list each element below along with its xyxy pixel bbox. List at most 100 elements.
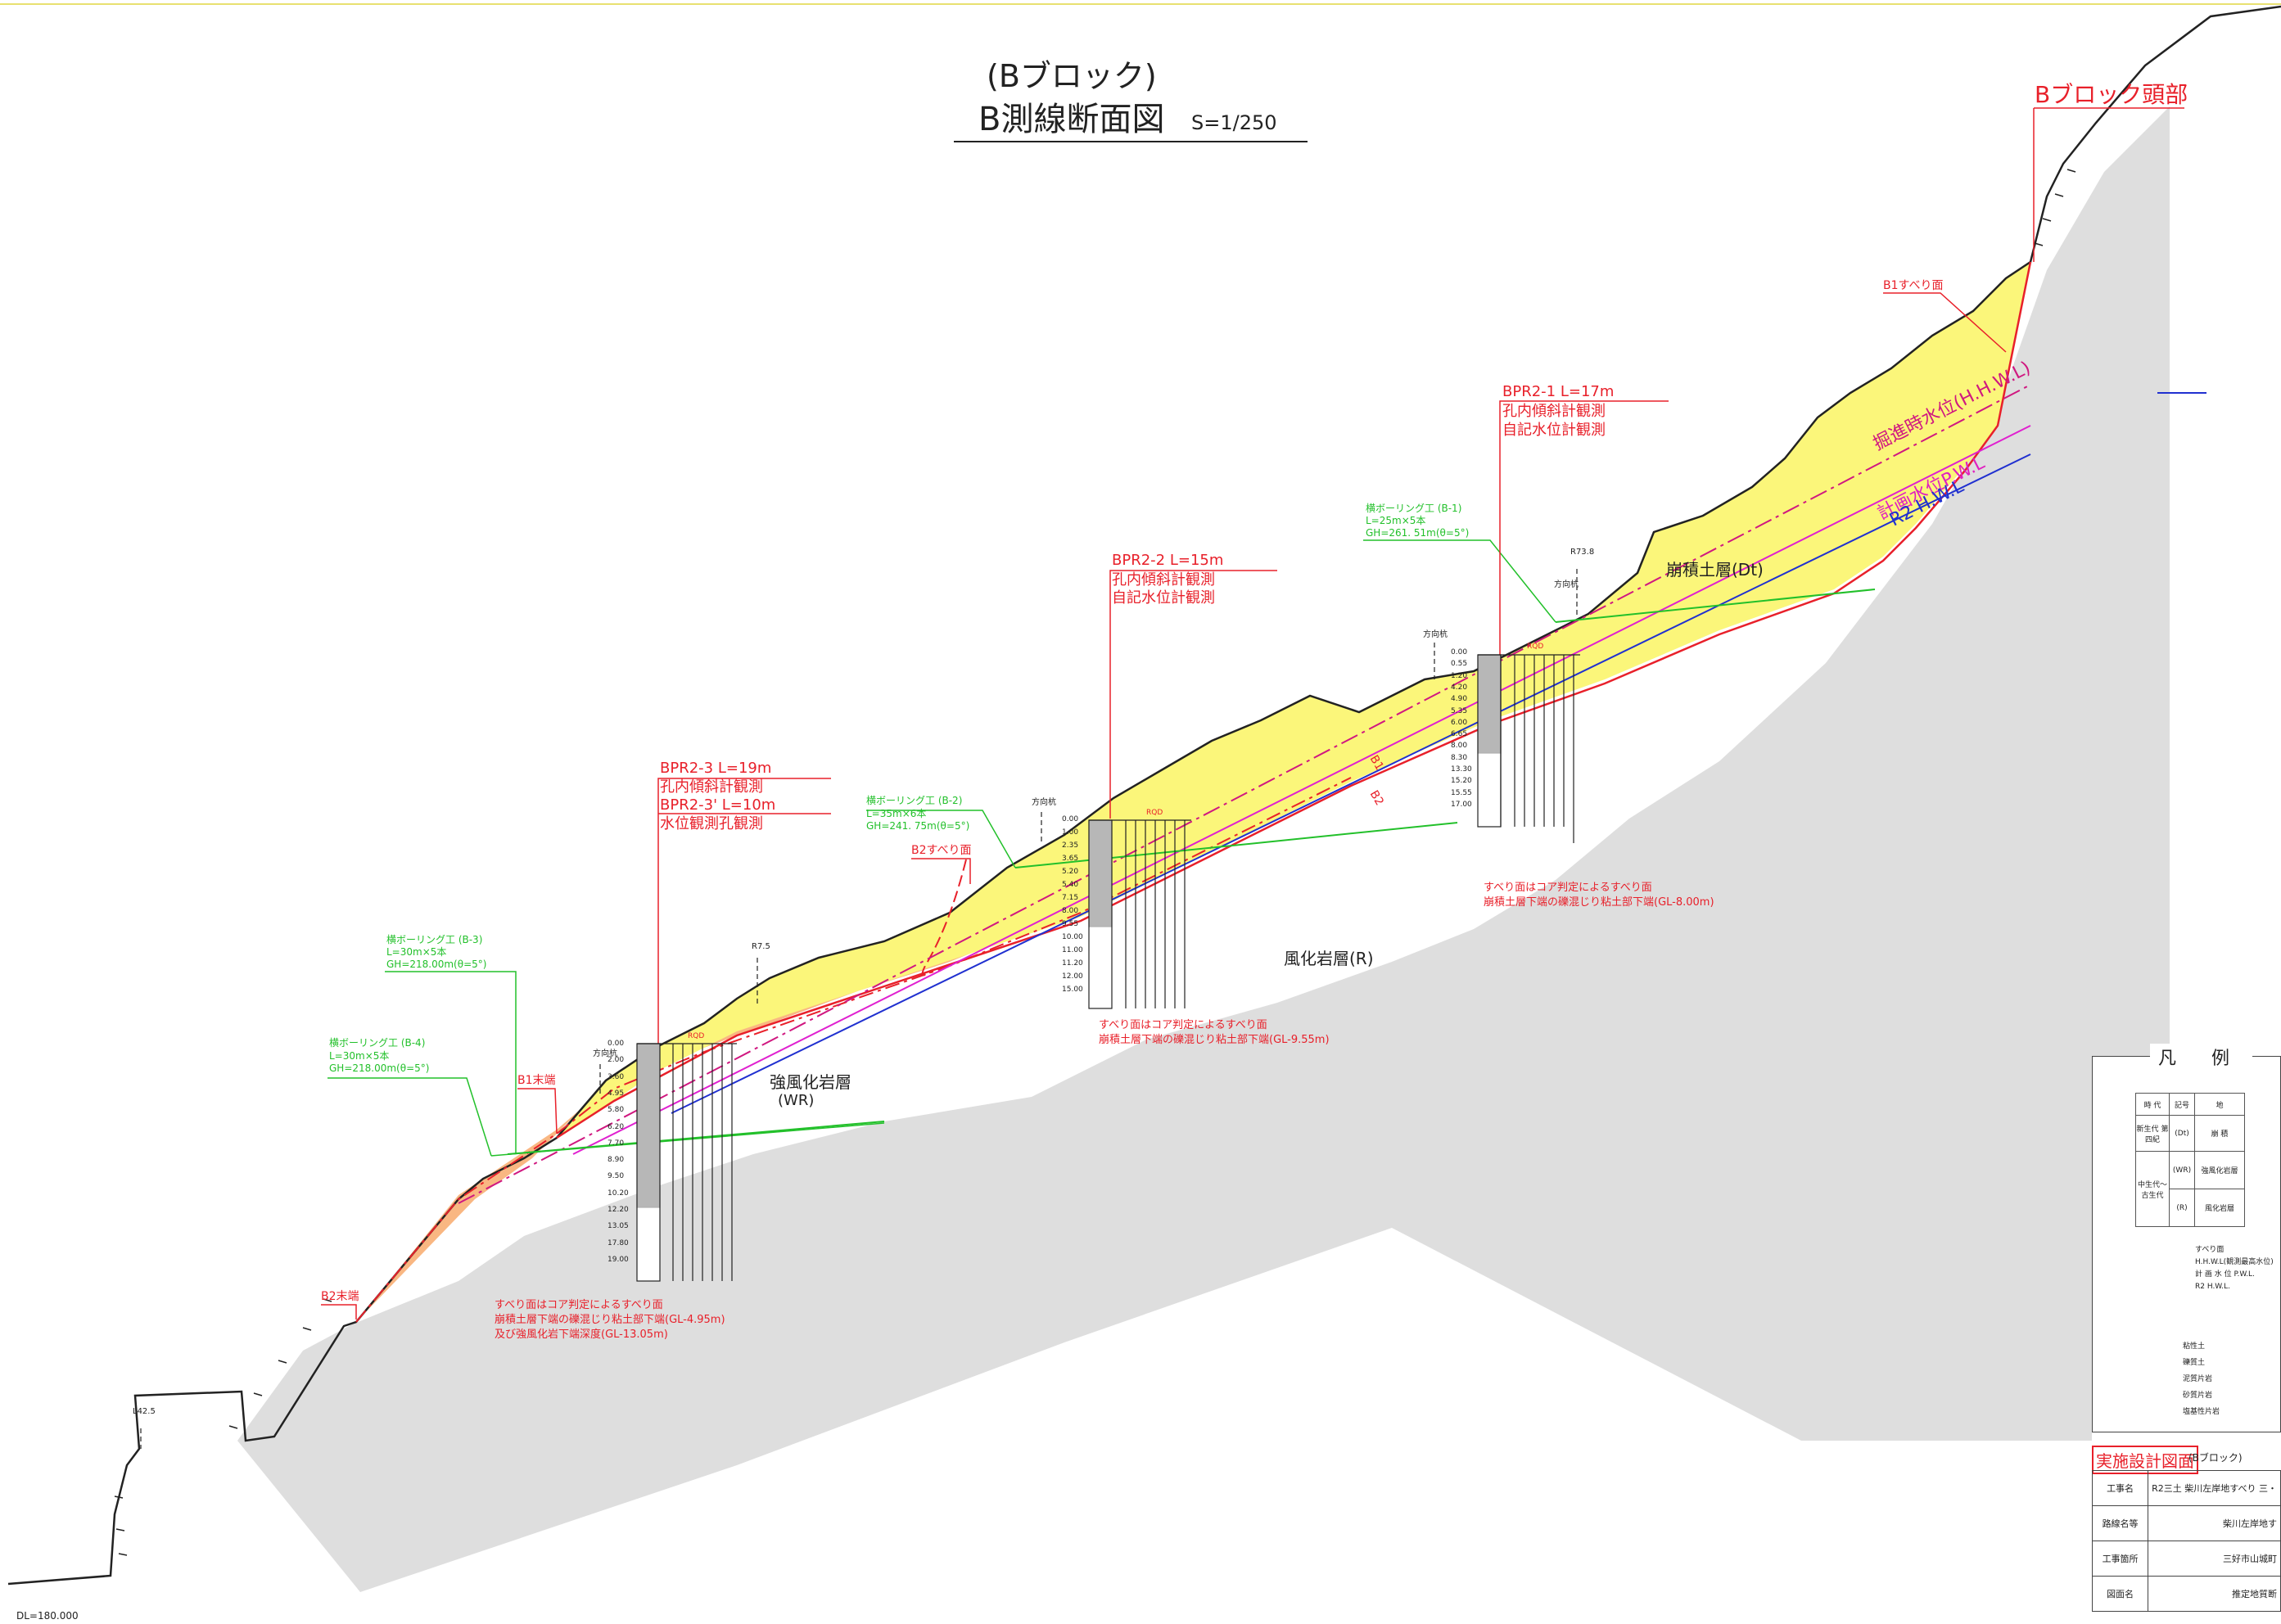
depth-value: 0.55 — [1451, 660, 1468, 669]
legend-header-code: 記号 — [2169, 1093, 2195, 1116]
borehole-log-bh3 — [636, 1043, 737, 1282]
bh3-line1: 孔内傾斜計観測 — [660, 778, 763, 796]
depth-value: 15.00 — [1062, 986, 1083, 994]
title-block-sub: (Bブロック) — [2188, 1452, 2243, 1464]
bh2-line2: 自記水位計観測 — [1112, 589, 1215, 607]
legend-box: 凡 例 時 代 記号 地 新生代 第四紀 (Dt) 崩 積 中生代～古生代 (W… — [2092, 1044, 2281, 1432]
tb-key-3: 図面名 — [2091, 1576, 2149, 1612]
note-bh3-line2: 崩積土層下端の礫混じり粘土部下端(GL-4.95m) — [495, 1314, 725, 1326]
drain-b4-line — [490, 1122, 885, 1157]
b1-slip-surface — [556, 261, 2032, 1139]
depth-value: 8.00 — [1062, 907, 1079, 915]
legend-name-wr: 強風化岩層 — [2194, 1151, 2245, 1189]
l42-label: L42.5 — [133, 1407, 156, 1416]
depth-value: 2.35 — [1062, 841, 1079, 850]
bh1-name: BPR2-1 L=17m — [1502, 383, 1615, 400]
depth-value: 1.20 — [1451, 671, 1468, 680]
b1-end-leader — [517, 1088, 558, 1135]
drain-b1-leader — [1363, 539, 1556, 623]
depth-value: 2.00 — [608, 1056, 625, 1065]
hhwl-line — [458, 384, 2031, 1204]
depth-value: 7.70 — [608, 1139, 625, 1148]
depth-value: 3.60 — [608, 1072, 625, 1081]
rqd-label-3: RQD — [688, 1032, 705, 1040]
bh2-leader — [1109, 570, 1277, 819]
slope-hatching — [114, 169, 2076, 1556]
bh3-leader — [657, 778, 831, 1044]
layer-r-area — [237, 106, 2170, 1592]
depth-value: 4.90 — [1451, 695, 1468, 704]
legend-code-wr: (WR) — [2169, 1151, 2195, 1189]
drain-b4-gh: GH=218.00m(θ=5°) — [329, 1062, 430, 1074]
legend-code-dt: (Dt) — [2169, 1115, 2195, 1152]
drain-b3-gh: GH=218.00m(θ=5°) — [386, 959, 487, 970]
dir-post-label-3: 方向杭 — [593, 1049, 617, 1058]
tb-key-2: 工事箇所 — [2091, 1541, 2149, 1577]
legend-line-label-r2: R2 H.W.L. — [2195, 1283, 2230, 1291]
tb-val-3: 推定地質断 — [2148, 1576, 2281, 1612]
depth-value: 3.65 — [1062, 855, 1079, 863]
legend-name-dt: 崩 積 — [2194, 1115, 2245, 1152]
bh3-name: BPR2-3 L=19m — [660, 760, 772, 777]
drain-b1-length: L=25m×5本 — [1366, 515, 1426, 526]
depth-value: 10.00 — [1062, 933, 1083, 941]
bh1-leader — [1499, 400, 1669, 655]
scale-label: S=1/250 — [1191, 111, 1277, 134]
depth-value: 8.00 — [1451, 742, 1468, 751]
depth-value: 9.55 — [1062, 920, 1079, 928]
note-bh3-line3: 及び強風化岩下端深度(GL-13.05m) — [495, 1329, 668, 1341]
bh3-line2: BPR2-3' L=10m — [660, 796, 776, 814]
depth-value: 12.20 — [608, 1206, 629, 1214]
drain-b3-name: 横ボーリング工 (B-3) — [386, 934, 483, 945]
b2-end-label: B2末端 — [321, 1290, 359, 1303]
block-subtitle: (Bブロック) — [987, 58, 1157, 94]
depth-value: 0.00 — [608, 1040, 625, 1048]
b2-end-leader — [321, 1304, 357, 1320]
borehole-log-bh1 — [1477, 654, 1580, 843]
drain-b2-name: 横ボーリング工 (B-2) — [866, 795, 963, 806]
tb-key-0: 工事名 — [2091, 1470, 2149, 1506]
depth-value: 11.20 — [1062, 959, 1083, 968]
dl-label: DL=180.000 — [16, 1610, 79, 1622]
depth-value: 0.00 — [1451, 648, 1468, 656]
depth-value: 6.20 — [608, 1122, 625, 1131]
dir-post-label-4: 方向杭 — [1554, 580, 1579, 589]
legend-era-cenozoic: 新生代 — [2136, 1125, 2159, 1134]
note-bh2-line1: すべり面はコア判定によるすべり面 — [1099, 1019, 1267, 1031]
legend-soil-clay: 粘性土 — [2183, 1342, 2206, 1351]
b2-slip-surface — [355, 777, 1352, 1323]
depth-value: 15.55 — [1451, 788, 1472, 797]
drain-b1-line — [1555, 589, 1876, 623]
legend-header-name: 地 — [2194, 1093, 2245, 1116]
depth-value: 8.30 — [1451, 753, 1468, 762]
depth-value: 10.20 — [608, 1189, 629, 1198]
drain-b1-name: 横ボーリング工 (B-1) — [1366, 503, 1462, 514]
note-bh3-line1: すべり面はコア判定によるすべり面 — [495, 1299, 663, 1311]
bh1-line1: 孔内傾斜計観測 — [1502, 403, 1606, 420]
depth-value: 5.20 — [1062, 868, 1079, 876]
drain-b4-leader — [327, 1077, 492, 1157]
legend-header-era: 時 代 — [2135, 1093, 2170, 1116]
tb-key-1: 路線名等 — [2091, 1505, 2149, 1541]
drain-b2-leader — [866, 810, 1016, 868]
legend-line-label-pwl: 計 画 水 位 P.W.L. — [2195, 1270, 2255, 1279]
depth-value: 7.15 — [1062, 894, 1079, 902]
rqd-label-2: RQD — [1146, 809, 1163, 817]
drain-b3-leader — [385, 971, 517, 1154]
drain-b2-gh: GH=241. 75m(θ=5°) — [866, 820, 970, 832]
borehole-log-bh2 — [1088, 819, 1191, 1009]
depth-value: 17.80 — [608, 1238, 629, 1247]
note-bh1-line2: 崩積土層下端の礫混じり粘土部下端(GL-8.00m) — [1484, 896, 1714, 909]
b2-slip-label: B2すべり面 — [911, 844, 972, 857]
legend-line-label-hhwl: H.H.W.L(観測最高水位) — [2195, 1258, 2274, 1266]
legend-table: 時 代 記号 地 新生代 第四紀 (Dt) 崩 積 中生代～古生代 (WR) 強… — [2135, 1093, 2245, 1227]
tb-val-2: 三好市山城町 — [2148, 1541, 2281, 1577]
depth-value: 11.00 — [1062, 946, 1083, 954]
tb-val-1: 柴川左岸地す — [2148, 1505, 2281, 1541]
note-bh2-line2: 崩積土層下端の礫混じり粘土部下端(GL-9.55m) — [1099, 1034, 1330, 1046]
pwl-line — [572, 425, 2031, 1155]
layer-r-label: 風化岩層(R) — [1284, 949, 1374, 968]
depth-value: 13.05 — [608, 1222, 629, 1231]
legend-era-quaternary: 第四紀 — [2144, 1125, 2169, 1144]
